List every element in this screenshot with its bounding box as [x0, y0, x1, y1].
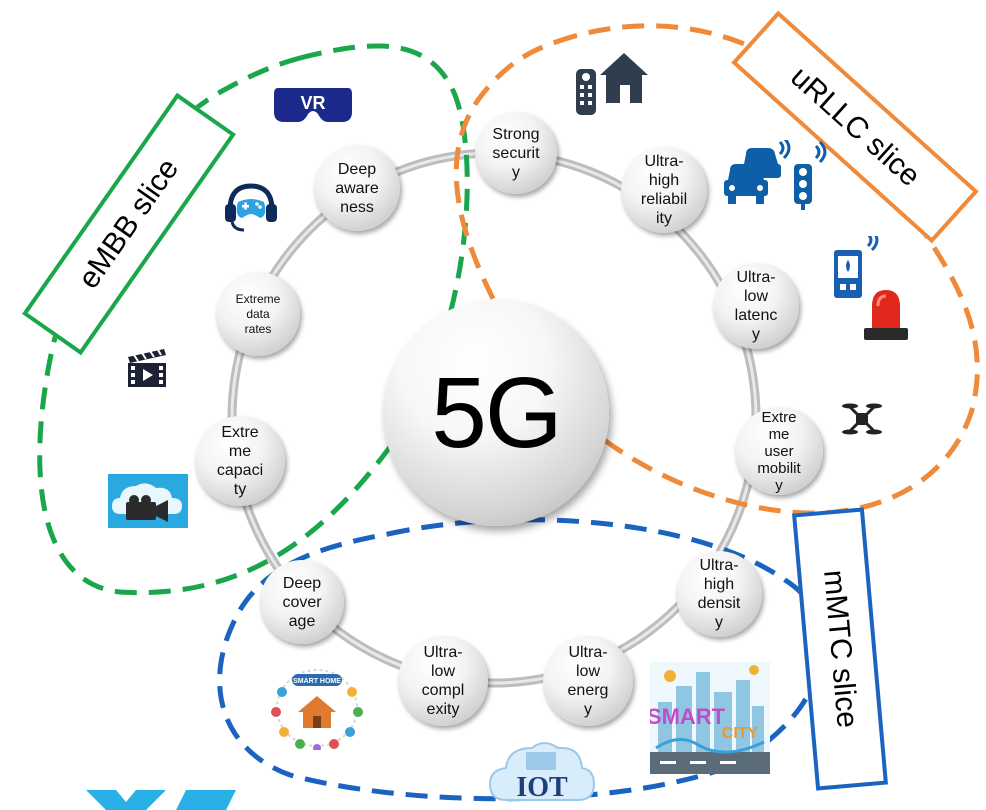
vr-text: VR [300, 93, 325, 113]
film-clapper-icon [128, 349, 166, 387]
gamepad-headset-icon [225, 183, 277, 232]
smart-city-text-1: SMART [650, 704, 726, 729]
smart-city-icon: SMART CITY [650, 662, 770, 774]
vr-headset-icon: VR [274, 88, 352, 122]
capability-ultra-low-latency: Ultra- low latenc y [713, 263, 799, 349]
iot-text: IOT [516, 772, 568, 803]
capability-extreme-user-mobility: Extre me user mobilit y [735, 407, 823, 495]
capability-strong-security: Strong securit y [475, 112, 557, 194]
capability-ultra-high-density: Ultra- high densit y [676, 551, 762, 637]
smart-home-remote-icon [576, 53, 648, 115]
mmtc-slice-boundary [217, 517, 825, 802]
5g-label: 5G [431, 356, 562, 469]
connected-cars-traffic-light-icon [724, 140, 827, 210]
capability-deep-coverage: Deep cover age [260, 560, 344, 644]
smart-home-devices-icon: SMART HOME [271, 669, 363, 750]
capability-deep-awareness: Deep aware ness [314, 145, 400, 231]
capability-ultra-low-complexity: Ultra- low compl exity [398, 636, 488, 726]
emergency-alarm-icon [834, 236, 908, 340]
smart-city-text-2: CITY [722, 725, 759, 742]
partial-logo-icon [86, 790, 236, 810]
smart-home-text: SMART HOME [293, 678, 341, 685]
drone-icon [842, 403, 882, 435]
capability-extreme-capacity: Extre me capaci ty [195, 416, 285, 506]
capability-ultra-high-reliability: Ultra- high reliabil ity [621, 147, 707, 233]
capability-ultra-low-energy: Ultra- low energ y [543, 636, 633, 726]
iot-cloud-icon: IOT [488, 742, 596, 803]
cloud-video-camera-icon [108, 474, 188, 528]
capability-extreme-data-rates: Extreme data rates [216, 272, 300, 356]
5g-hub: 5G [383, 300, 609, 526]
